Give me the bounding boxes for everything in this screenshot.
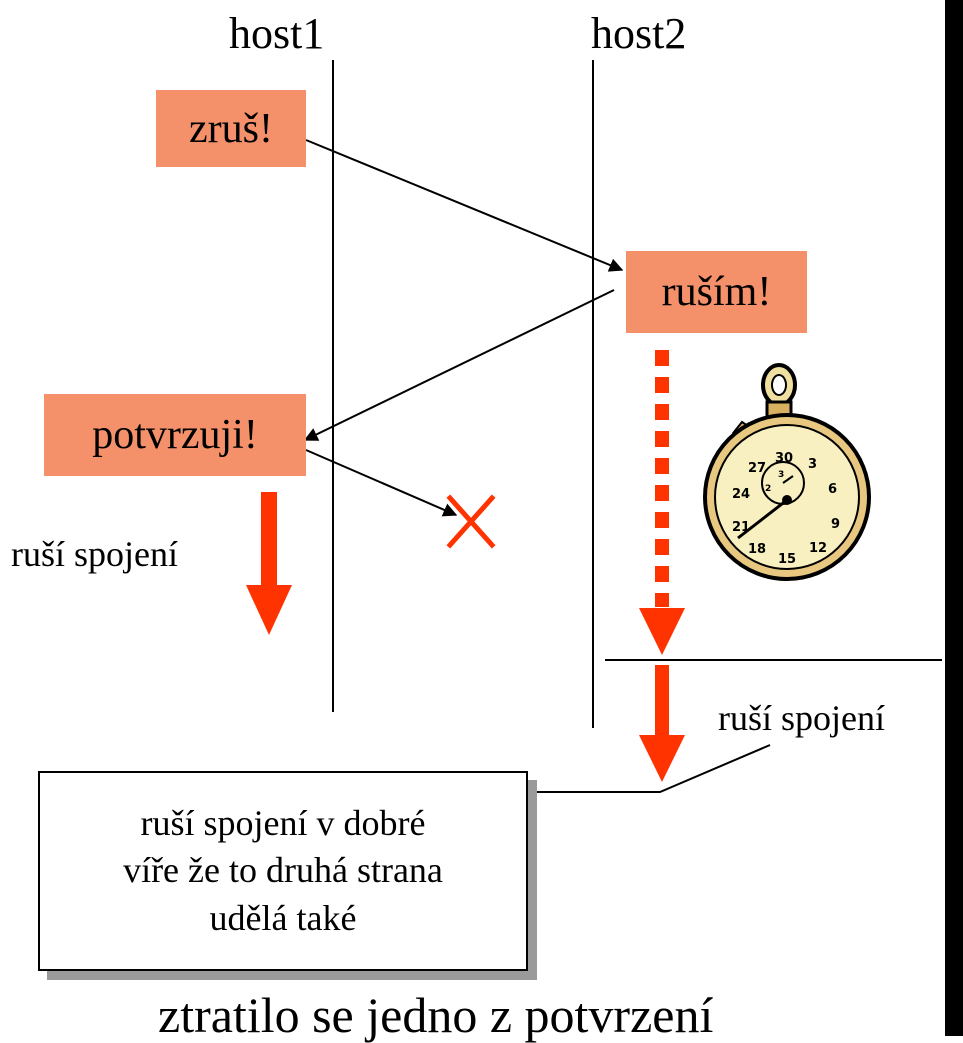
svg-text:24: 24 (732, 487, 750, 502)
svg-text:3: 3 (778, 470, 784, 480)
svg-text:2: 2 (765, 484, 771, 494)
host2-label: host2 (591, 9, 687, 58)
svg-text:18: 18 (748, 542, 766, 557)
host1-label: host1 (229, 9, 325, 58)
stopwatch-icon: 30 3 6 9 12 15 18 21 24 27 3 2 (703, 363, 871, 581)
svg-text:6: 6 (828, 482, 837, 497)
svg-text:21: 21 (732, 520, 750, 535)
cancel-message-arrow (305, 139, 624, 272)
svg-text:15: 15 (778, 552, 796, 567)
note-line-3: udělá také (209, 897, 357, 938)
lost-ack-arrow (305, 449, 458, 517)
note-callout: ruší spojení v dobré víře že to druhá st… (38, 771, 528, 971)
host2-close-arrow (639, 665, 685, 782)
svg-text:30: 30 (775, 451, 793, 466)
host1-close-arrow (246, 492, 292, 635)
red-x-icon (446, 494, 496, 549)
cancelling-message-box: ruším! (626, 251, 807, 333)
cancel-message-box: zruš! (156, 90, 306, 167)
svg-text:9: 9 (831, 517, 840, 532)
svg-text:3: 3 (808, 457, 817, 472)
caption: ztratilo se jedno z potvrzení (158, 987, 714, 1043)
svg-text:12: 12 (809, 541, 827, 556)
note-line-1: ruší spojení v dobré (140, 802, 426, 843)
confirm-message-box: potvrzuji! (44, 394, 306, 476)
note-line-2: víře že to druhá strana (123, 850, 443, 891)
right-border (945, 0, 963, 1036)
cancelling-message-arrow (303, 289, 615, 441)
callout-connector (530, 744, 771, 793)
host1-close-label: ruší spojení (11, 534, 178, 574)
svg-text:27: 27 (748, 461, 766, 476)
host2-wait-arrow (639, 350, 685, 655)
host2-close-label: ruší spojení (718, 698, 885, 738)
